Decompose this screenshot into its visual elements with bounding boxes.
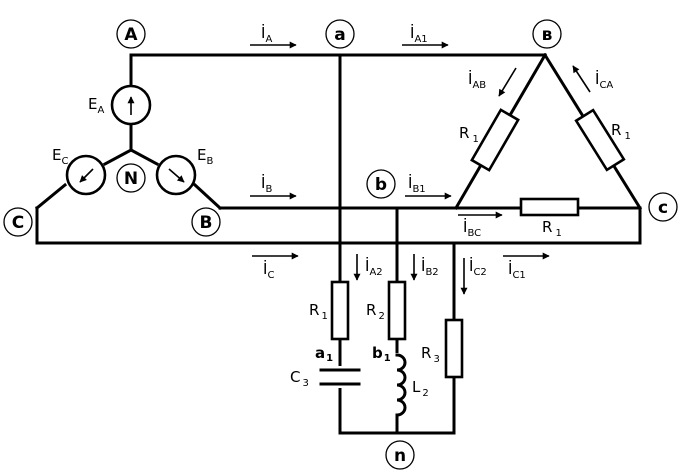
wire-source-c [34, 182, 68, 211]
node-a-source [116, 19, 146, 49]
components [65, 84, 626, 417]
label-ib1: İB1 [408, 173, 426, 195]
node-n-load-label: n [394, 446, 406, 466]
resistor-r3 [444, 318, 464, 379]
node-n-source-label: N [124, 169, 138, 189]
nodes: A a в N C B b c n [3, 19, 678, 470]
node-b-load-label: b [375, 175, 387, 195]
label-ic1: İC1 [508, 259, 526, 281]
label-ia1: İA1 [410, 23, 428, 45]
current-arrows [250, 41, 591, 295]
inductor-l2 [395, 353, 407, 417]
label-a1: a1 [315, 344, 333, 364]
arrow-ica [572, 65, 591, 93]
label-eb: EB [197, 146, 213, 167]
wire-source-b [192, 182, 223, 211]
resistor-r1 [330, 280, 350, 341]
node-a-source-label: A [124, 25, 138, 45]
node-b-source [191, 207, 221, 237]
label-ic: İC [263, 259, 274, 281]
source-ec-arrow [79, 168, 94, 183]
resistor-r1-ca [574, 108, 626, 172]
node-a-load-label: a [334, 25, 345, 45]
label-ec: EC [52, 146, 68, 167]
source-eb-arrow [168, 168, 185, 183]
label-b1: b1 [372, 344, 391, 364]
label-ib: İB [261, 173, 272, 195]
node-n-source [116, 163, 146, 193]
arrow-iab [498, 67, 517, 97]
label-ica: İCA [595, 69, 613, 91]
labels: EA EC EB İA İA1 İB İB1 İC İC1 İAB İCA İB… [52, 23, 631, 399]
label-ic2: İC2 [469, 256, 487, 278]
label-ea: EA [88, 95, 104, 116]
resistor-r1-bc [519, 197, 580, 217]
label-ia2: İA2 [365, 256, 383, 278]
node-a-load [325, 19, 355, 49]
label-iab: İAB [468, 69, 486, 91]
label-ib2: İB2 [421, 256, 439, 278]
label-ibc: İBC [463, 217, 481, 239]
node-c-source-label: C [12, 213, 24, 233]
wire-star-c [102, 147, 134, 167]
wire-star-b [128, 147, 160, 167]
node-v-label: в [542, 25, 553, 45]
node-c-load-label: c [658, 198, 668, 218]
resistor-r2 [387, 280, 407, 341]
node-v [532, 19, 562, 49]
node-b-load [366, 169, 396, 199]
node-c-load [648, 192, 678, 222]
node-c-source [3, 207, 33, 237]
resistor-r1-ab [470, 108, 520, 172]
node-b-source-label: B [200, 213, 213, 233]
label-ia: İA [261, 23, 272, 45]
node-n-load [385, 440, 415, 470]
